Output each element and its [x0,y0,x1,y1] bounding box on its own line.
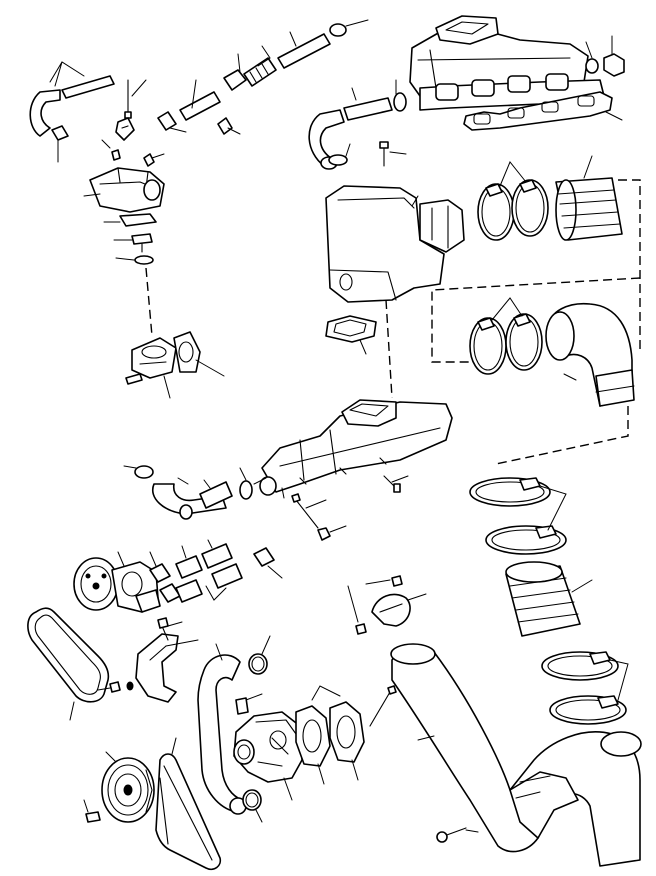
elbow-hose-right [308,109,345,170]
hose-clamp-mid-low [239,467,253,500]
band-clamp-7 [541,651,619,681]
exhaust-elbow-tube [545,302,635,407]
straight-hose-top [277,31,331,69]
exhaust-manifold-lower [253,399,453,499]
manifold-gasket [463,91,623,131]
short-hose-1 [175,545,203,579]
exhaust-bellows-lower [505,561,593,637]
long-stud [291,493,327,529]
o-ring-small [115,255,154,265]
pump-hose-fitting-2 [159,583,181,603]
crank-pulley [101,751,155,823]
small-bolt-pipe [365,575,403,587]
pulley-bolt [83,799,101,823]
pump-gasket-1 [295,705,331,785]
straight-hose-mid [179,79,221,121]
bracket-line-right [618,179,641,350]
pipe-bolt [436,827,479,843]
adapter-gasket [173,331,225,377]
hose-clamp-right [393,79,407,112]
straight-hose-left [61,75,115,99]
band-clamp-2 [499,161,549,237]
spring-coil [243,45,277,87]
plug-right [603,35,625,77]
hose-clamp-circ-2 [242,789,263,823]
fitting-t [223,53,247,91]
seawater-pump-pulley [73,557,119,611]
bracket-small [115,117,135,141]
bracket-screw [97,681,121,693]
seawater-pump [111,551,161,613]
hose-clamp-left [51,125,69,163]
long-bolt [124,79,147,119]
small-elbow-hose [29,89,61,137]
riser-gasket [325,315,377,355]
short-hose-4 [205,563,243,601]
manifold-ports [419,73,605,111]
band-clamp-8 [549,659,629,725]
stud-nut [317,525,347,541]
band-clamp-5 [469,477,551,507]
hose-clamp-circ-1 [248,635,271,675]
pump-hose-fitting-1 [149,551,171,583]
straight-hose-mid-low [177,477,233,509]
thermostat-gasket [103,213,157,227]
thermostat-adapter [131,337,177,379]
leader-hoses-top-left [49,61,85,87]
short-hose-2 [175,579,203,603]
adapter-bolt [125,373,171,399]
band-clamp-4 [491,297,543,371]
bracket-line-mid [431,277,641,363]
band-clamp-6 [485,485,567,555]
exhaust-riser-elbow [325,185,465,303]
drive-belt-main [155,737,222,871]
small-nut-pipe [347,585,367,635]
hose-clamp-right-low [328,143,351,166]
hose-clamp-mid-1 [157,111,187,133]
hose-clamp-top [329,19,369,37]
bracket-washer [126,681,134,691]
drive-belt-seawater [27,607,110,721]
straight-hose-right [343,87,393,121]
thermostat-housing [83,167,165,213]
exhaust-bellows-upper [555,155,623,241]
circulating-pump [233,711,303,801]
band-clamp-3 [469,317,507,375]
thermostat [113,233,153,253]
ring-right [585,41,599,74]
exhaust-pipe-y [390,643,642,867]
alignment-line-thermostat [145,267,153,337]
pump-gasket-2 [329,701,365,781]
short-hose-3 [201,539,233,569]
stud-bolt-right [383,475,409,493]
small-screw-1 [101,139,121,161]
alignment-line-riser [385,299,393,399]
small-screw-2 [143,153,165,167]
riser-bolt [379,141,407,167]
hose-clamp-pump [253,547,283,579]
flapper-valve-bracket [371,593,427,627]
hose-clamp-mid-2 [217,117,241,135]
pump-stud [369,685,397,727]
hose-clamp-left-mid [123,465,154,479]
circulating-hose [197,643,247,815]
leader-gaskets-top [311,685,341,701]
band-clamp-1 [477,183,515,241]
temp-sender [235,693,263,715]
bracket-bolt [157,617,183,641]
pump-bracket [135,633,199,703]
alignment-line-elbow [495,406,629,465]
